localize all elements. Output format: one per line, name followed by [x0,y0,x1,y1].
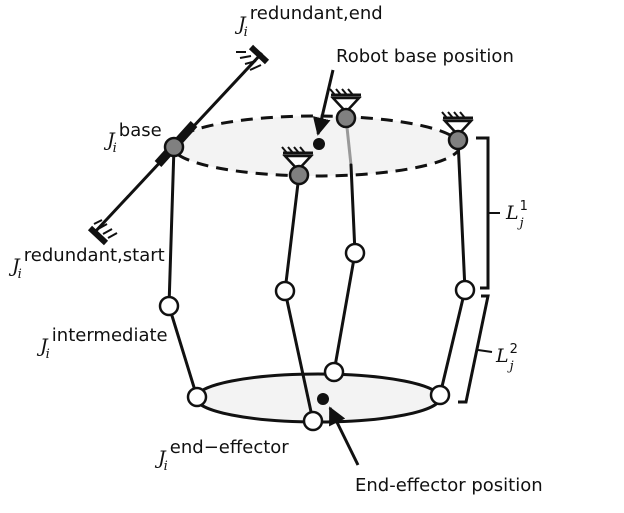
end-effector-position-arrow [328,406,360,466]
label-link-2: Lj2 [495,342,518,374]
end-effector-joint-4 [429,384,451,406]
intermediate-joint-3 [344,242,366,264]
label-link-1: Lj1 [505,199,528,231]
link-1-bracket [476,136,490,290]
end-effector-point [317,393,329,405]
base-joint-2 [288,164,310,186]
base-joint-3 [335,107,357,129]
leg-4 [438,138,467,397]
intermediate-joint-4 [454,279,476,301]
base-joint-1 [163,136,185,158]
intermediate-joint-1 [158,295,180,317]
label-robot-base-position: Robot base position [336,46,514,67]
ground-support-3 [441,111,474,137]
label-redundant-end: Jiredundant,end [234,3,383,40]
label-intermediate: Jiintermediate [36,325,168,362]
end-effector-joint-3 [323,361,345,383]
ground-support-2 [329,88,362,114]
label-base: Jibase [103,120,162,156]
label-redundant-start: Jiredundant,start [8,245,165,282]
robot-base-point [313,138,325,150]
label-end-effector: Jiend−effector [154,437,289,474]
label-end-effector-position: End-effector position [355,475,543,496]
ground-support-1 [281,146,314,172]
end-effector-joint-1 [186,386,208,408]
base-position-arrow [312,69,335,136]
link-2-bracket [458,294,490,404]
leg-1 [167,145,199,399]
base-joint-4 [447,129,469,151]
end-effector-joint-2 [302,410,324,432]
intermediate-joint-2 [274,280,296,302]
